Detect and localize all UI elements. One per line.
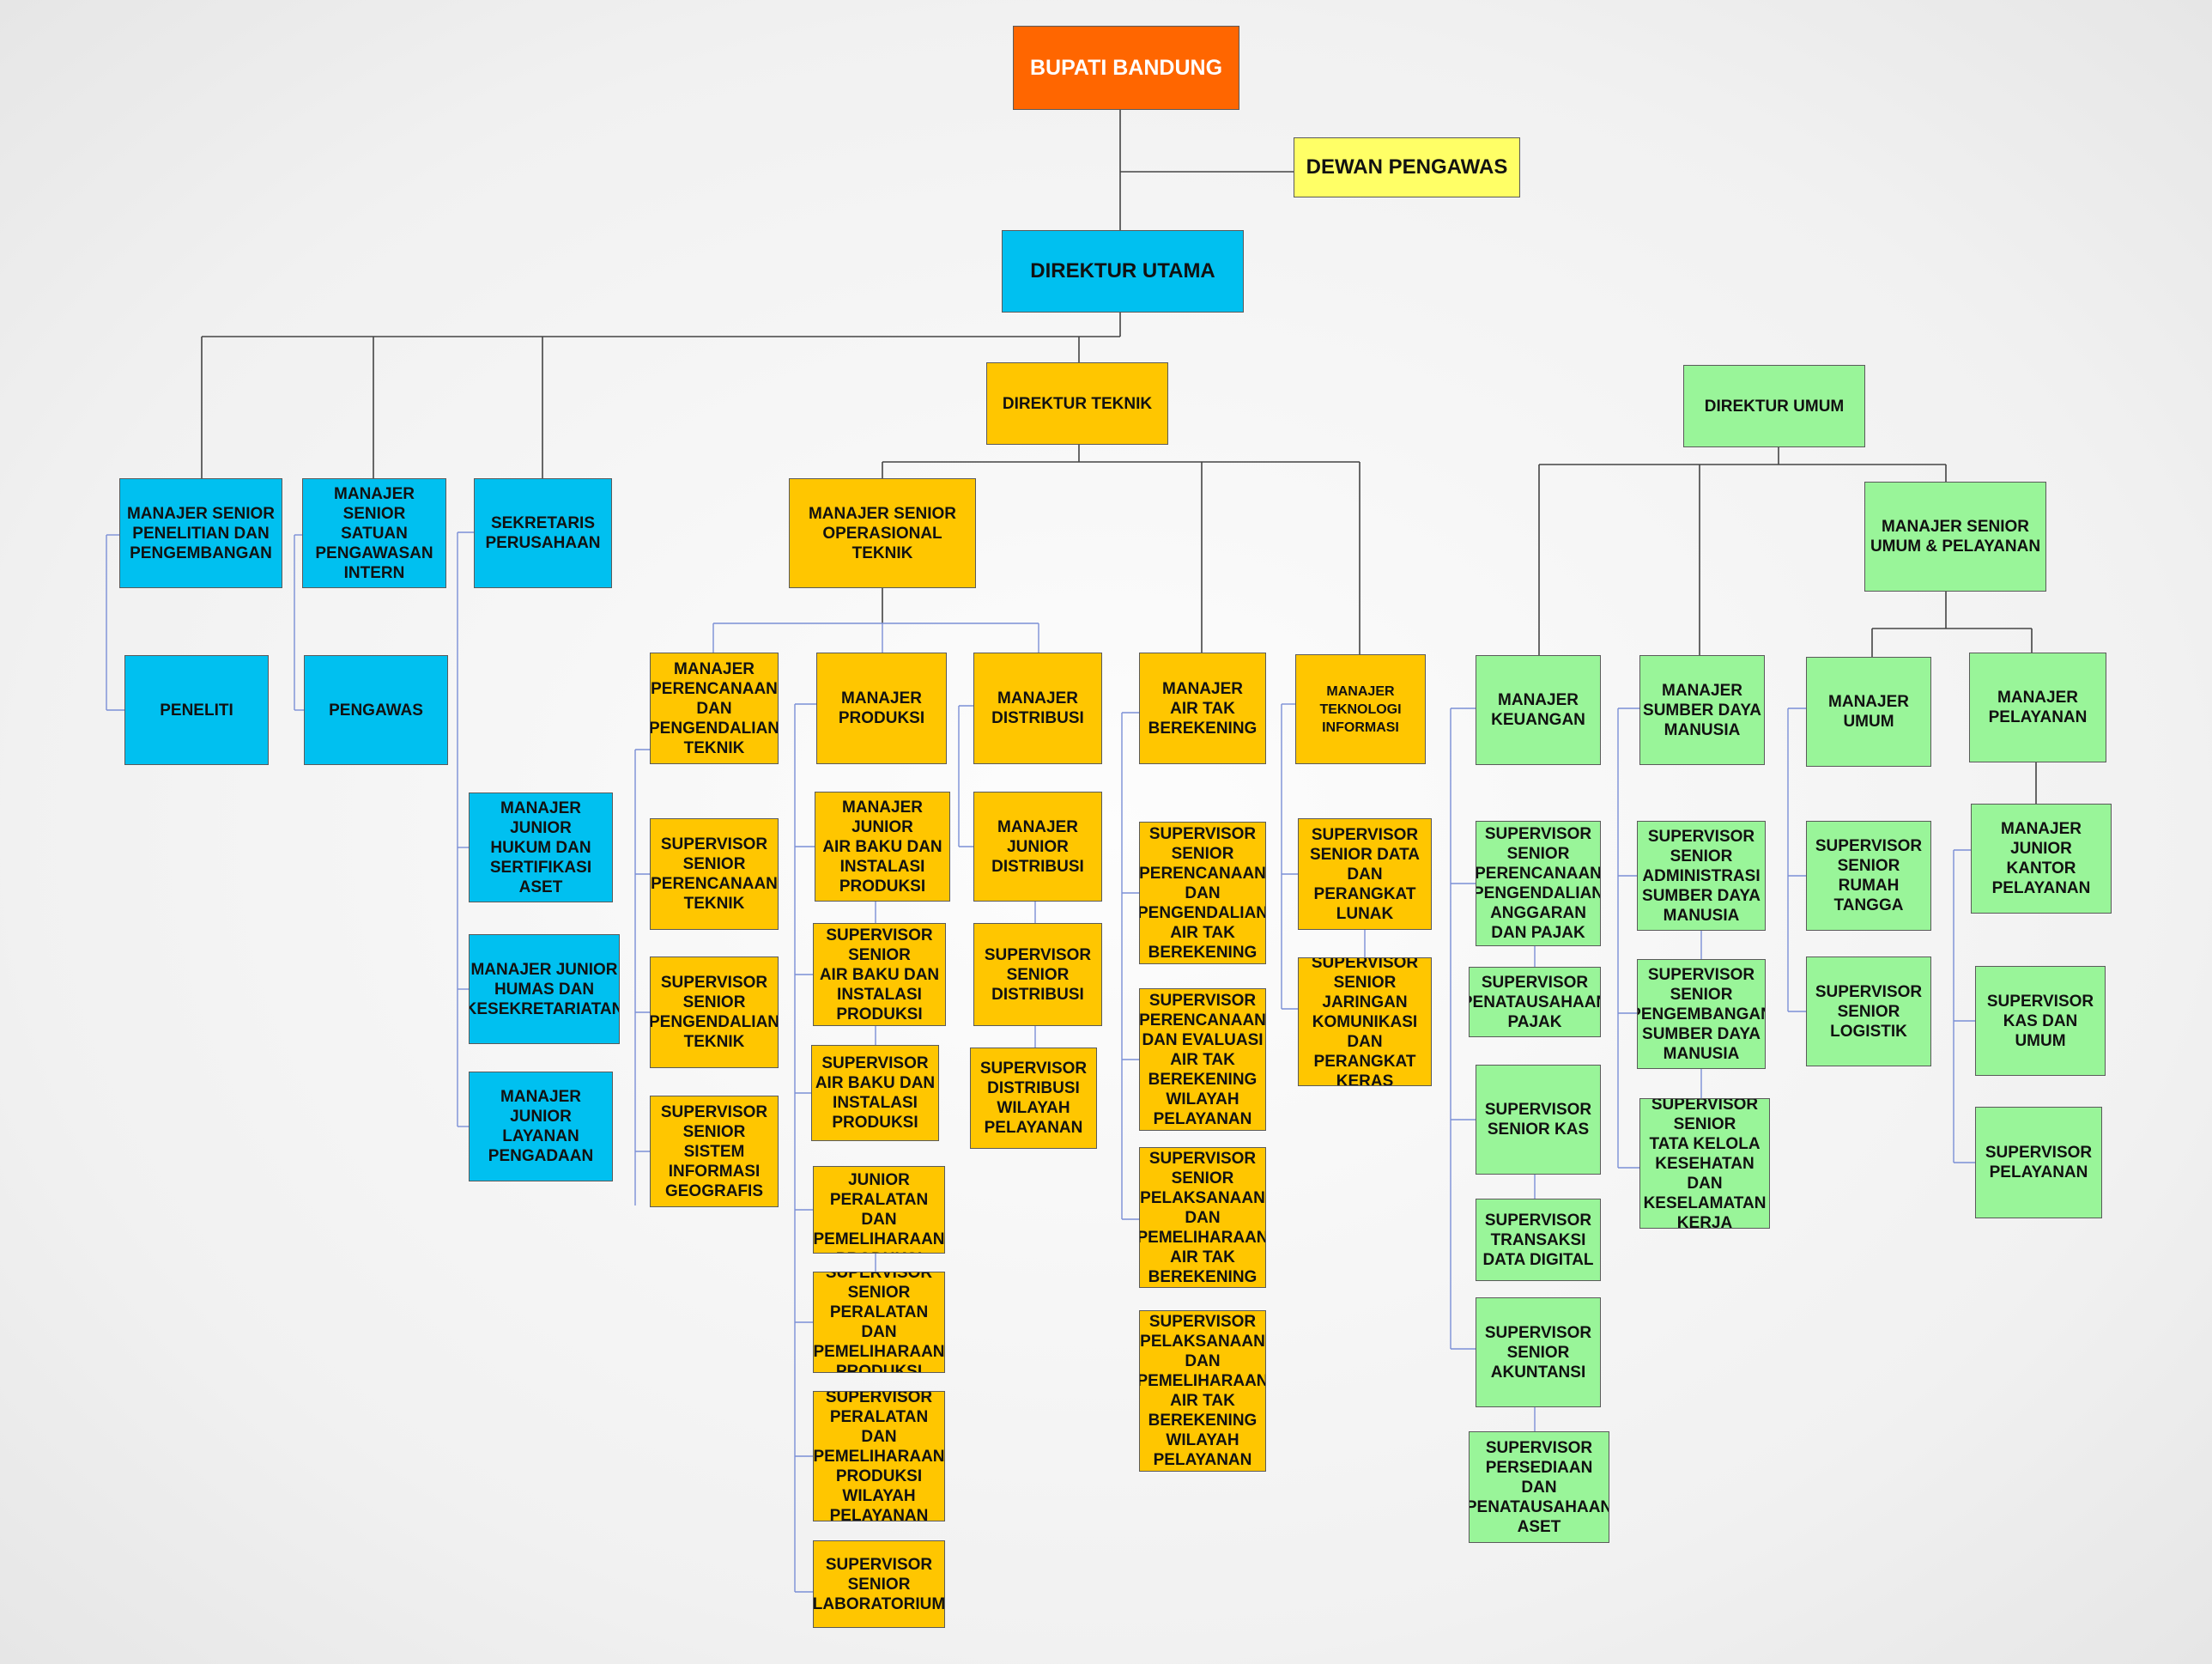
org-box-ss-akuntansi: SUPERVISOR SENIOR AKUNTANSI	[1476, 1297, 1601, 1407]
org-box-ss-logistik: SUPERVISOR SENIOR LOGISTIK	[1806, 956, 1931, 1066]
org-box-mj-distribusi: MANAJER JUNIOR DISTRIBUSI	[973, 792, 1102, 902]
org-box-ss-perencanaan-teknik: SUPERVISOR SENIOR PERENCANAAN TEKNIK	[650, 818, 779, 930]
org-box-m-ti: MANAJER TEKNOLOGI INFORMASI	[1295, 654, 1426, 764]
org-box-mj-kantor-pelayanan: MANAJER JUNIOR KANTOR PELAYANAN	[1971, 804, 2112, 914]
org-box-sekretaris: SEKRETARIS PERUSAHAAN	[474, 478, 612, 588]
org-box-ss-peralatan: SUPERVISOR SENIOR PERALATAN DAN PEMELIHA…	[813, 1272, 945, 1373]
org-box-ss-data: SUPERVISOR SENIOR DATA DAN PERANGKAT LUN…	[1298, 818, 1432, 930]
org-box-m-pelayanan: MANAJER PELAYANAN	[1969, 653, 2106, 762]
org-box-dewan: DEWAN PENGAWAS	[1294, 137, 1520, 197]
org-box-m-produksi: MANAJER PRODUKSI	[816, 653, 947, 764]
org-box-ss-k3: SUPERVISOR SENIOR TATA KELOLA KESEHATAN …	[1639, 1098, 1770, 1229]
org-box-s-atr-evaluasi: SUPERVISOR PERENCANAAN DAN EVALUASI AIR …	[1139, 988, 1266, 1131]
org-box-s-pajak: SUPERVISOR PENATAUSAHAAN PAJAK	[1469, 967, 1601, 1037]
org-box-mj-airbaku: MANAJER JUNIOR AIR BAKU DAN INSTALASI PR…	[815, 792, 950, 902]
org-box-ss-distribusi: SUPERVISOR SENIOR DISTRIBUSI	[973, 923, 1102, 1026]
org-box-m-umum: MANAJER UMUM	[1806, 657, 1931, 767]
org-box-mj-humas: MANAJER JUNIOR HUMAS DAN KESEKRETARIATAN	[469, 934, 620, 1044]
org-box-bupati: BUPATI BANDUNG	[1013, 26, 1239, 110]
org-box-s-airbaku: SUPERVISOR AIR BAKU DAN INSTALASI PRODUK…	[811, 1045, 939, 1141]
org-box-ss-kas: SUPERVISOR SENIOR KAS	[1476, 1065, 1601, 1175]
org-box-ss-atr-perencanaan: SUPERVISOR SENIOR PERENCANAAN DAN PENGEN…	[1139, 822, 1266, 964]
org-box-ss-admin-sdm: SUPERVISOR SENIOR ADMINISTRASI SUMBER DA…	[1637, 821, 1766, 931]
org-box-ss-anggaran: SUPERVISOR SENIOR PERENCANAAN PENGENDALI…	[1476, 821, 1601, 946]
org-box-m-keuangan: MANAJER KEUANGAN	[1476, 655, 1601, 765]
org-box-ss-pengendalian-teknik: SUPERVISOR SENIOR PENGENDALIAN TEKNIK	[650, 956, 779, 1068]
org-box-s-peralatan-wilayah: SUPERVISOR PERALATAN DAN PEMELIHARAAN PR…	[813, 1391, 945, 1521]
org-box-mj-layanan-pengadaan: MANAJER JUNIOR LAYANAN PENGADAAN	[469, 1072, 613, 1181]
org-box-peneliti: PENELITI	[124, 655, 269, 765]
org-box-mj-peralatan: MANAJER JUNIOR PERALATAN DAN PEMELIHARAA…	[813, 1166, 945, 1254]
org-box-s-distribusi-wilayah: SUPERVISOR DISTRIBUSI WILAYAH PELAYANAN	[970, 1048, 1097, 1149]
org-box-ss-pengembangan-sdm: SUPERVISOR SENIOR PENGEMBANGAN SUMBER DA…	[1637, 959, 1766, 1069]
org-box-dir-teknik: DIREKTUR TEKNIK	[986, 362, 1168, 445]
org-box-m-distribusi: MANAJER DISTRIBUSI	[973, 653, 1102, 764]
org-box-pengawas: PENGAWAS	[304, 655, 448, 765]
org-box-ss-atr-pelaksanaan: SUPERVISOR SENIOR PELAKSANAAN DAN PEMELI…	[1139, 1147, 1266, 1288]
org-box-m-sdm: MANAJER SUMBER DAYA MANUSIA	[1639, 655, 1765, 765]
org-box-s-transaksi: SUPERVISOR TRANSAKSI DATA DIGITAL	[1476, 1199, 1601, 1281]
org-box-ms-umum: MANAJER SENIOR UMUM & PELAYANAN	[1864, 482, 2046, 592]
org-box-s-kas-umum: SUPERVISOR KAS DAN UMUM	[1975, 966, 2106, 1076]
org-box-ss-jaringan: SUPERVISOR SENIOR JARINGAN KOMUNIKASI DA…	[1298, 957, 1432, 1086]
org-box-mj-hukum: MANAJER JUNIOR HUKUM DAN SERTIFIKASI ASE…	[469, 793, 613, 902]
org-box-ss-rumah-tangga: SUPERVISOR SENIOR RUMAH TANGGA	[1806, 821, 1931, 931]
org-box-dirut: DIREKTUR UTAMA	[1002, 230, 1244, 313]
org-box-s-atr-pelaksanaan-wilayah: SUPERVISOR PELAKSANAAN DAN PEMELIHARAAN …	[1139, 1310, 1266, 1472]
org-box-ss-sig: SUPERVISOR SENIOR SISTEM INFORMASI GEOGR…	[650, 1096, 779, 1207]
org-box-ms-optek: MANAJER SENIOR OPERASIONAL TEKNIK	[789, 478, 976, 588]
org-box-m-perencanaan: MANAJER PERENCANAAN DAN PENGENDALIAN TEK…	[650, 653, 779, 764]
org-box-ms-penelitian: MANAJER SENIOR PENELITIAN DAN PENGEMBANG…	[119, 478, 282, 588]
org-box-dir-umum: DIREKTUR UMUM	[1683, 365, 1865, 447]
org-box-s-pelayanan: SUPERVISOR PELAYANAN	[1975, 1107, 2102, 1218]
org-box-ss-airbaku: SUPERVISOR SENIOR AIR BAKU DAN INSTALASI…	[813, 923, 946, 1026]
org-box-m-atr: MANAJER AIR TAK BEREKENING	[1139, 653, 1266, 764]
org-box-s-persediaan: SUPERVISOR PERSEDIAAN DAN PENATAUSAHAAN …	[1469, 1431, 1609, 1543]
org-box-ms-spi: MANAJER SENIOR SATUAN PENGAWASAN INTERN	[302, 478, 446, 588]
org-box-ss-lab: SUPERVISOR SENIOR LABORATORIUM	[813, 1540, 945, 1628]
